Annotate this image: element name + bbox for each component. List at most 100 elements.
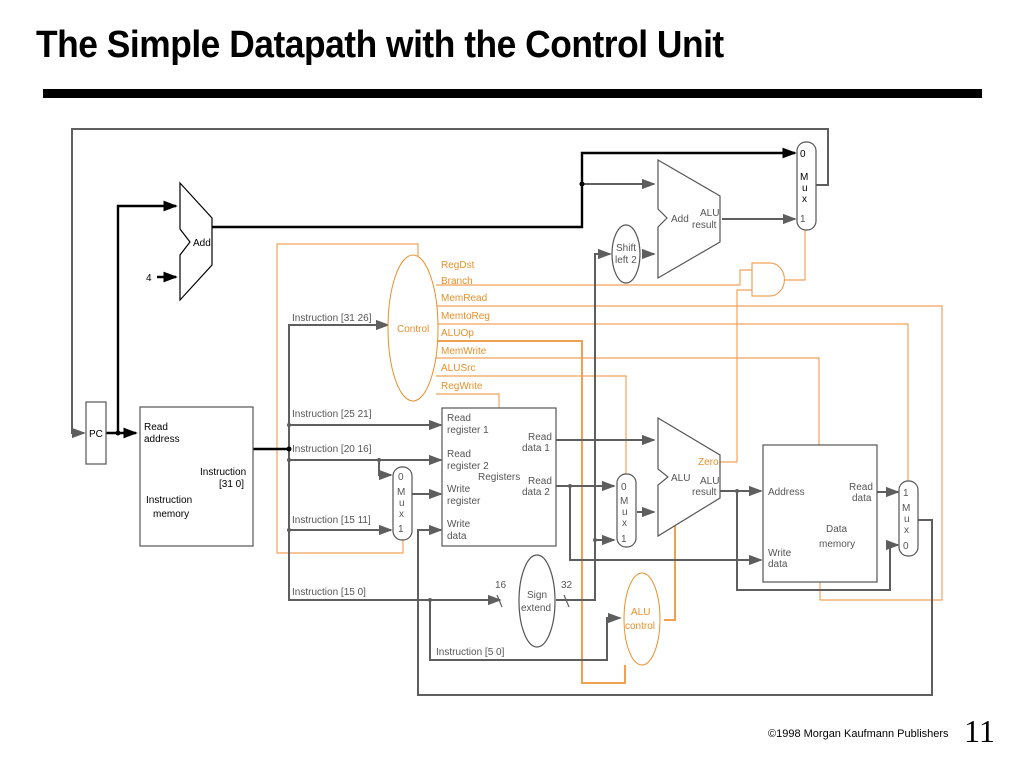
wire-branch bbox=[436, 269, 755, 286]
data-memory-name: Data bbox=[826, 524, 848, 535]
wire-pc-plus-4 bbox=[212, 147, 797, 229]
mux-pcsrc-in1: 1 bbox=[800, 214, 806, 225]
wire-memtoreg bbox=[436, 323, 909, 481]
copyright-footer: ©1998 Morgan Kaufmann Publishers bbox=[768, 728, 949, 740]
alu-control-label-b: control bbox=[625, 621, 655, 632]
mux-memtoreg-in0: 1 bbox=[903, 488, 909, 499]
branch-adder-result: ALU bbox=[700, 208, 719, 219]
pc-adder-label: Add bbox=[193, 238, 211, 249]
wire-funct bbox=[429, 600, 622, 661]
port-read-address: Read bbox=[144, 422, 168, 433]
field-15-0: Instruction [15 0] bbox=[292, 587, 366, 598]
signal-branch: Branch bbox=[441, 276, 473, 287]
port-read-data-1: Read bbox=[528, 432, 552, 443]
mux-alusrc-u: u bbox=[622, 507, 628, 518]
mux-alusrc-in0: 0 bbox=[621, 482, 627, 493]
port-mem-read-data: Read bbox=[849, 482, 873, 493]
shift-left-2: Shift left 2 bbox=[611, 224, 641, 284]
branch-adder-result-b: result bbox=[692, 220, 717, 231]
field-31-26: Instruction [31 26] bbox=[292, 313, 372, 324]
title-rule bbox=[43, 89, 982, 98]
wire-alusrc bbox=[436, 375, 627, 475]
instruction-field-labels: Instruction [31 26] Instruction [25 21] … bbox=[292, 313, 505, 658]
pc-register: PC bbox=[85, 401, 107, 465]
mux-memtoreg-u: u bbox=[904, 514, 910, 525]
instruction-memory-name: Instruction bbox=[146, 495, 192, 506]
field-20-16: Instruction [20 16] bbox=[292, 444, 372, 455]
wire-aluop bbox=[436, 340, 626, 684]
mux-regdst: 0 M u x 1 bbox=[392, 466, 413, 541]
port-read-data-2b: data 2 bbox=[522, 487, 550, 498]
sign-extend-label-b: extend bbox=[521, 603, 551, 614]
sign-extend-out-width: 32 bbox=[561, 580, 573, 591]
mux-pcsrc: 0 M u x 1 bbox=[796, 141, 817, 231]
alu-control-label: ALU bbox=[631, 607, 650, 618]
wire-regwrite bbox=[436, 393, 500, 408]
signal-memread: MemRead bbox=[441, 293, 487, 304]
wire-regdst bbox=[276, 243, 419, 554]
alu-result: ALU bbox=[700, 476, 719, 487]
junction-dots bbox=[115, 181, 739, 602]
port-read-data-1b: data 1 bbox=[522, 443, 550, 454]
wire-memwrite bbox=[436, 357, 820, 445]
mux-memtoreg-in1: 0 bbox=[903, 541, 909, 552]
port-read-register-1b: register 1 bbox=[447, 425, 489, 436]
wire-zero bbox=[720, 289, 755, 463]
port-instruction-bits: [31 0] bbox=[219, 479, 244, 490]
page-number: 11 bbox=[964, 713, 995, 749]
branch-adder: Add ALU result bbox=[657, 158, 721, 280]
mux-alusrc-x: x bbox=[622, 518, 627, 529]
register-file: Read register 1 Read register 2 Register… bbox=[441, 407, 557, 547]
port-instruction: Instruction bbox=[200, 467, 246, 478]
signal-memtoreg: MemtoReg bbox=[441, 311, 490, 322]
port-write-register: Write bbox=[447, 484, 471, 495]
field-25-21: Instruction [25 21] bbox=[292, 409, 372, 420]
shift-left-label: Shift bbox=[616, 243, 636, 254]
port-read-register-2: Read bbox=[447, 449, 471, 460]
mux-memtoreg-m: M bbox=[902, 503, 910, 514]
mux-regdst-u: u bbox=[399, 498, 405, 509]
alu: ALU Zero ALU result bbox=[657, 416, 721, 538]
signal-regwrite: RegWrite bbox=[441, 381, 483, 392]
field-5-0: Instruction [5 0] bbox=[436, 647, 505, 658]
mux-alusrc-in1: 1 bbox=[621, 534, 627, 545]
pc-adder: Add 4 bbox=[146, 181, 213, 302]
mux-alusrc: 0 M u x 1 bbox=[616, 473, 637, 548]
wire-memread bbox=[436, 305, 943, 601]
signal-alusrc: ALUSrc bbox=[441, 363, 475, 374]
data-memory-name-b: memory bbox=[819, 539, 855, 550]
and-gate bbox=[751, 262, 786, 297]
wire-instr-bus bbox=[288, 319, 390, 449]
port-read-data-2: Read bbox=[528, 476, 552, 487]
control-label: Control bbox=[397, 324, 429, 335]
port-write-register-b: register bbox=[447, 496, 481, 507]
sign-extend-label: Sign bbox=[527, 590, 547, 601]
wire-write-data bbox=[417, 519, 933, 696]
mux-regdst-m: M bbox=[397, 487, 405, 498]
mux-pcsrc-in0: 0 bbox=[800, 149, 806, 160]
port-read-register-1: Read bbox=[447, 413, 471, 424]
mux-pcsrc-m: M bbox=[800, 172, 808, 183]
port-mem-write-data: Write bbox=[768, 548, 792, 559]
pc-label: PC bbox=[89, 429, 103, 440]
mux-regdst-in1: 1 bbox=[398, 524, 404, 535]
slide-title: The Simple Datapath with the Control Uni… bbox=[36, 24, 724, 66]
control-wires bbox=[276, 230, 943, 684]
port-read-address-2: address bbox=[144, 434, 180, 445]
wire-sign-extended bbox=[556, 534, 616, 601]
port-write-data-b: data bbox=[447, 531, 467, 542]
data-memory: Address Read data Data memory Write data bbox=[762, 444, 878, 583]
signal-memwrite: MemWrite bbox=[441, 346, 487, 357]
wire-pcsrc bbox=[784, 230, 806, 281]
mux-pcsrc-u: u bbox=[802, 183, 808, 194]
pc-wires bbox=[106, 147, 797, 451]
datapath-wires bbox=[71, 128, 933, 696]
wire-next-pc bbox=[71, 128, 829, 439]
mux-regdst-x: x bbox=[399, 509, 404, 520]
mux-alusrc-m: M bbox=[620, 496, 628, 507]
sign-extend: Sign extend 16 32 bbox=[495, 554, 573, 648]
signal-regdst: RegDst bbox=[441, 260, 475, 271]
mux-memtoreg: 1 M u x 0 bbox=[898, 480, 919, 557]
alu-label: ALU bbox=[671, 473, 690, 484]
